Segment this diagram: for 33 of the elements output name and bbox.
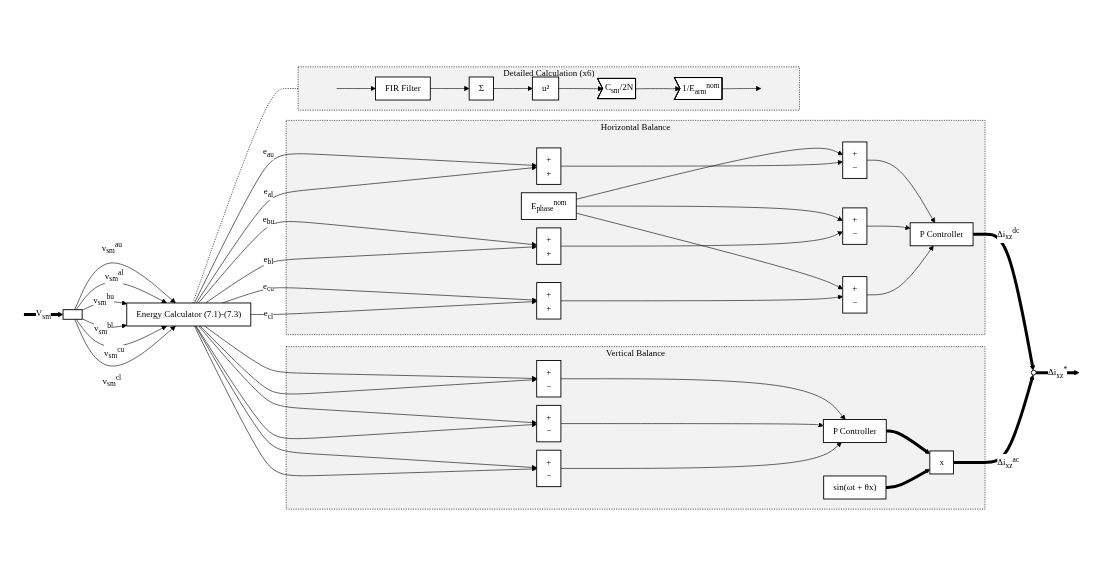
node-box: Σ (468, 76, 494, 101)
node-box: + + (536, 147, 562, 185)
arrow (973, 232, 1035, 371)
node-box: + − (842, 207, 868, 245)
edge-label: V$_{sm}$ (35, 308, 52, 321)
node-box: FIR Filter (375, 76, 431, 101)
node-box: + + (536, 227, 562, 265)
node-box: sin(ωt + θx) (823, 475, 887, 500)
edge-label: e$_{bu}$ (262, 213, 275, 226)
connector (192, 88, 299, 304)
node-box: + − (536, 360, 562, 398)
node-box: + − (842, 141, 868, 179)
node-box: x (929, 450, 954, 475)
edge-label: e$_{cu}$ (262, 281, 275, 294)
node-circle (1030, 369, 1037, 376)
node-box: + − (536, 404, 562, 443)
edge-label: e$_{au}$ (262, 146, 275, 159)
node-box: + + (536, 282, 562, 320)
arrow (885, 469, 931, 489)
node-bar (62, 309, 83, 320)
node-box: P Controller (909, 222, 974, 247)
node-box: + − (842, 276, 868, 314)
arrow (1036, 370, 1080, 376)
node-box: P Controller (822, 419, 887, 443)
edge-label: e$_{bl}$ (263, 253, 274, 266)
edge-label: e$_{cl}$ (263, 308, 274, 321)
arrow (23, 311, 64, 318)
arrow (953, 374, 1035, 464)
node-box: u² (531, 76, 560, 101)
node-box: Energy Calculator (7.1)-(7.3) (126, 302, 252, 327)
node-box: + − (536, 449, 562, 488)
edge-label: e$_{al}$ (263, 186, 274, 199)
arrow (886, 429, 931, 455)
